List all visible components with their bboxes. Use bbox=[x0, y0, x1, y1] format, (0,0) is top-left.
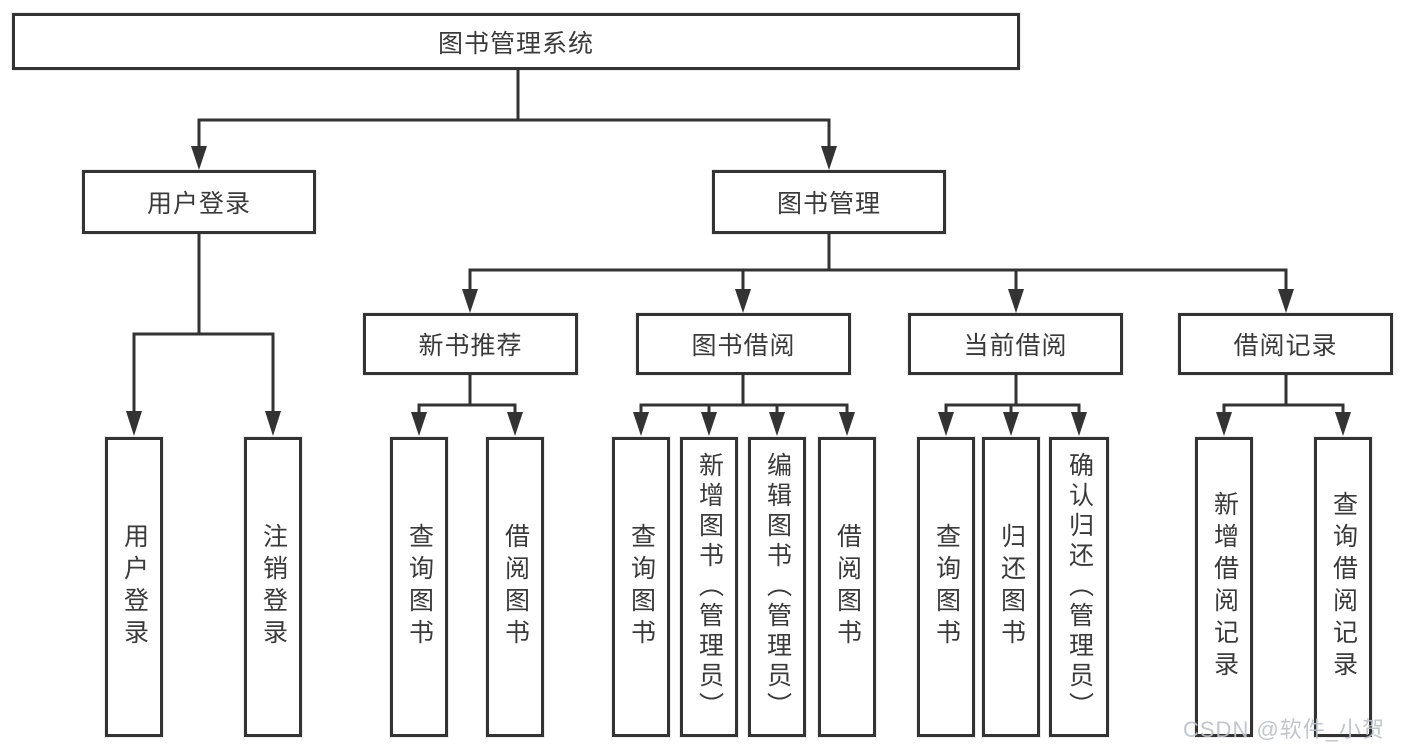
node-borrow-records: 借阅记录 bbox=[1178, 313, 1393, 375]
connector-book-to-groups bbox=[468, 233, 1288, 291]
node-leaf-confirm-return-admin: 确认归还（管理员） bbox=[1049, 437, 1109, 737]
node-book-management-branch: 图书管理 bbox=[712, 170, 946, 234]
node-book-borrow: 图书借阅 bbox=[636, 313, 851, 375]
arrowheads bbox=[126, 146, 1351, 436]
arrowhead bbox=[769, 412, 785, 436]
arrowhead bbox=[839, 412, 855, 436]
node-leaf-edit-book-admin: 编辑图书（管理员） bbox=[748, 437, 806, 737]
node-leaf-query-book-recommend: 查询图书 bbox=[390, 437, 448, 737]
arrowhead bbox=[701, 412, 717, 436]
node-new-book-recommend: 新书推荐 bbox=[363, 313, 578, 375]
arrowhead bbox=[633, 412, 649, 436]
arrowhead bbox=[126, 411, 142, 436]
arrowhead bbox=[1216, 412, 1232, 436]
node-leaf-borrow-book-recommend: 借阅图书 bbox=[486, 437, 544, 737]
arrowhead bbox=[1278, 289, 1294, 313]
node-leaf-add-book-admin: 新增图书（管理员） bbox=[680, 437, 738, 737]
node-leaf-query-borrow-record: 查询借阅记录 bbox=[1314, 437, 1372, 737]
node-leaf-add-borrow-record: 新增借阅记录 bbox=[1195, 437, 1253, 737]
arrowhead bbox=[938, 412, 954, 436]
arrowhead bbox=[191, 146, 207, 170]
arrowhead bbox=[1071, 412, 1087, 436]
arrowhead bbox=[1003, 412, 1019, 436]
arrowhead bbox=[1335, 412, 1351, 436]
arrowhead bbox=[462, 289, 478, 313]
connector-recommend-to-children bbox=[417, 375, 517, 414]
node-leaf-user-login: 用户登录 bbox=[105, 437, 163, 737]
node-current-borrow: 当前借阅 bbox=[908, 313, 1123, 375]
arrowhead bbox=[411, 412, 427, 436]
node-leaf-query-book-current: 查询图书 bbox=[917, 437, 975, 737]
connector-borrow-to-children bbox=[639, 375, 849, 414]
arrowhead bbox=[735, 289, 751, 313]
node-leaf-return-book: 归还图书 bbox=[982, 437, 1040, 737]
connector-user-to-children bbox=[132, 233, 275, 413]
node-leaf-query-book-borrow: 查询图书 bbox=[612, 437, 670, 737]
arrowhead bbox=[265, 411, 281, 436]
arrowhead bbox=[1008, 289, 1024, 313]
node-leaf-borrow-book: 借阅图书 bbox=[818, 437, 876, 737]
node-leaf-logout: 注销登录 bbox=[244, 437, 302, 737]
node-root-system: 图书管理系统 bbox=[12, 13, 1020, 70]
connector-records-to-children bbox=[1222, 375, 1345, 414]
node-user-login-branch: 用户登录 bbox=[82, 170, 316, 234]
arrowhead bbox=[821, 146, 837, 170]
arrowhead bbox=[507, 412, 523, 436]
connector-paths bbox=[132, 70, 1345, 414]
connector-current-to-children bbox=[944, 375, 1081, 414]
connector-root-to-branches bbox=[197, 70, 831, 148]
